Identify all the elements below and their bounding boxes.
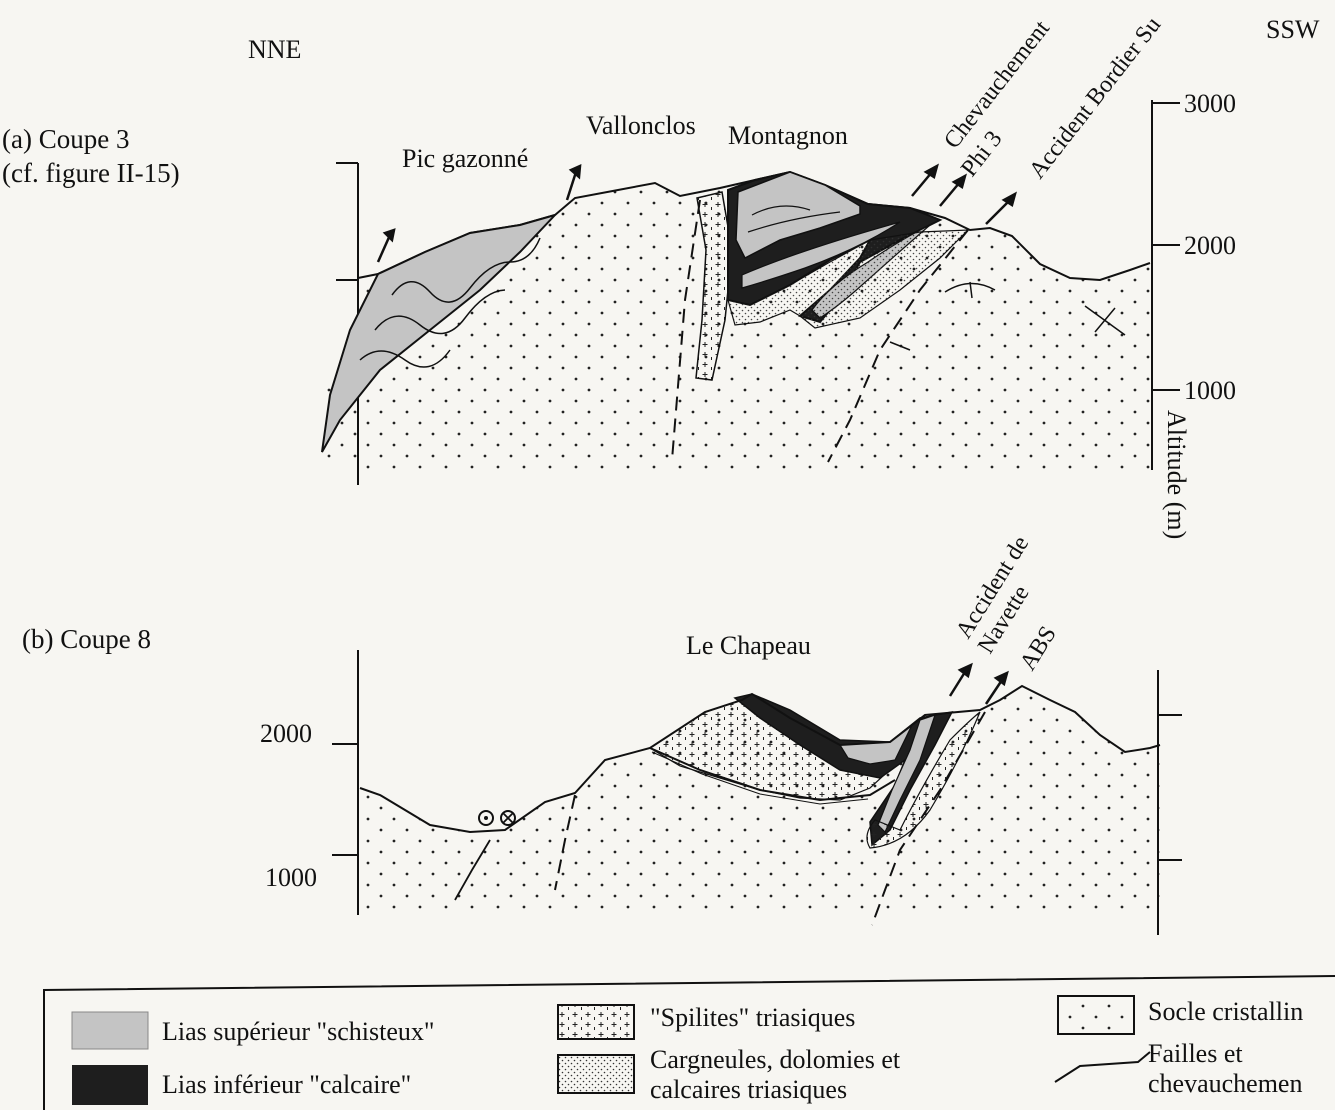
label-le-chapeau: Le Chapeau: [686, 631, 811, 660]
orientation-nne: NNE: [248, 35, 301, 64]
legend-swatch-lias-superieur: [71, 1011, 149, 1050]
legend-label-spilites: "Spilites" triasiques: [650, 1003, 855, 1032]
section-a-foliation-mark: [1094, 307, 1116, 333]
section-a-thrust-arrows: [376, 163, 1017, 263]
section-a-montagnon-contour: [751, 205, 811, 216]
legend-swatch-faults: [1054, 1051, 1151, 1083]
altitude-label-3000: 3000: [1184, 89, 1236, 118]
section-b-fault: [554, 794, 576, 891]
section-b-cargneules-base: [649, 747, 896, 802]
legend-frame: [43, 975, 1335, 1110]
legend-label-lias-inferieur: Lias inférieur "calcaire": [162, 1070, 411, 1099]
label-pic-gazonne: Pic gazonné: [402, 144, 528, 173]
section-a-cargneules: [727, 229, 970, 329]
section-b-cargneules-base: [651, 751, 869, 805]
dot-out-icon: [478, 810, 494, 826]
legend-label-failles-line2: chevauchemen: [1148, 1069, 1302, 1098]
altitude-label-1000: 1000: [1184, 376, 1236, 405]
legend-swatch-spilites: [557, 1004, 635, 1040]
legend-label-failles-line1: Failles et: [1148, 1039, 1243, 1068]
section-a-spilites-band: [695, 191, 733, 381]
section-b: [332, 650, 1182, 935]
section-a-lias-superieur-montagnon: [735, 171, 861, 260]
label-abs: ABS: [1015, 622, 1062, 675]
section-b-topography: [359, 684, 1161, 834]
altitude-axis-title: Altitude (m): [1162, 410, 1191, 539]
legend-swatch-socle: [1057, 995, 1135, 1035]
section-a-lias-superieur-wedge: [321, 213, 559, 453]
label-vallonclos: Vallonclos: [586, 111, 696, 140]
section-a-fold-line: [391, 237, 541, 303]
section-a: [318, 100, 1180, 485]
legend-swatch-cargneules: [557, 1054, 635, 1094]
altitude-label-2000: 2000: [1184, 231, 1236, 260]
section-b-altitude-2000: 2000: [260, 719, 312, 748]
cross-in-icon: [500, 810, 516, 826]
section-a-fault-bordier: [827, 229, 969, 463]
legend-label-lias-superieur: Lias supérieur "schisteux": [162, 1017, 435, 1046]
section-a-foliation-mark: [969, 281, 973, 299]
orientation-ssw: SSW: [1266, 15, 1320, 44]
section-a-subtitle: (cf. figure II-15): [2, 158, 180, 188]
section-b-title: (b) Coupe 8: [22, 624, 151, 654]
section-b-thrust-arrows: [948, 662, 1009, 705]
section-b-fault-abs: [871, 711, 986, 926]
section-a-fault-vallonclos: [671, 199, 701, 461]
section-a-fold-line: [374, 289, 506, 335]
legend-label-cargneules-line2: calcaires triasiques: [650, 1075, 847, 1104]
section-a-foliation-mark: [889, 341, 911, 351]
section-b-altitude-1000: 1000: [265, 863, 317, 892]
section-a-title: (a) Coupe 3: [2, 124, 129, 154]
section-b-fault: [454, 839, 491, 901]
legend-label-socle: Socle cristallin: [1148, 997, 1303, 1026]
section-a-montagnon-contour: [747, 211, 841, 233]
legend: [43, 975, 1335, 1110]
section-a-fold-line: [359, 349, 451, 368]
label-chevauchement: Chevauchement: [939, 16, 1055, 154]
legend-label-cargneules-line1: Cargneules, dolomies et: [650, 1045, 901, 1074]
legend-swatch-lias-inferieur: [72, 1065, 148, 1105]
label-montagnon: Montagnon: [728, 121, 848, 150]
